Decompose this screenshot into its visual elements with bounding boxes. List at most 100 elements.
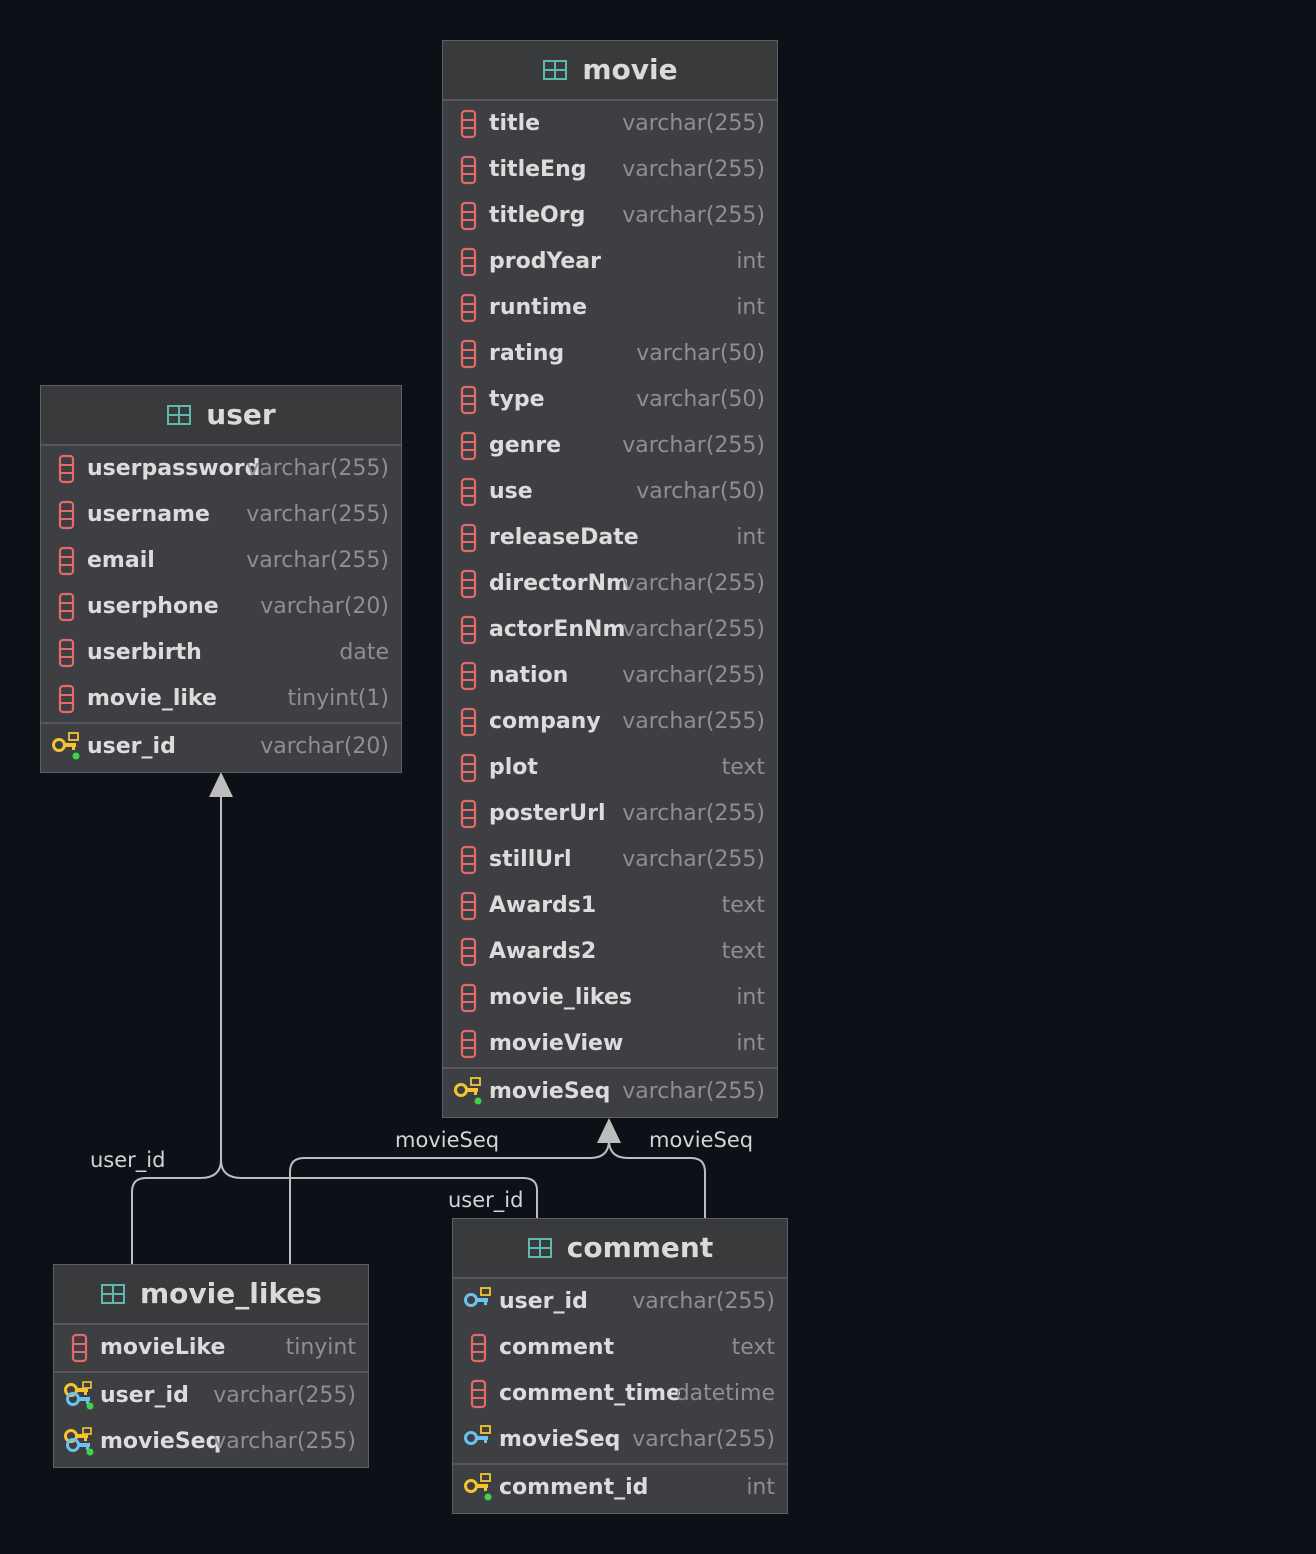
column-icon-slot <box>453 615 485 645</box>
column-name: Awards1 <box>489 893 597 918</box>
arrowhead-user <box>209 772 233 797</box>
column-type: varchar(255) <box>622 617 765 642</box>
column-icon-slot <box>453 155 485 185</box>
table-header[interactable]: comment <box>453 1219 787 1279</box>
column-name: company <box>489 709 601 734</box>
primary-foreign-key-icon-slot <box>64 1427 96 1457</box>
column-row-runtime[interactable]: runtime int <box>443 285 777 331</box>
column-icon-slot <box>51 638 83 668</box>
primary-key-icon <box>52 732 80 760</box>
table-header[interactable]: movie_likes <box>54 1265 368 1325</box>
column-type: text <box>721 755 765 780</box>
column-icon <box>460 523 477 553</box>
column-icon <box>460 799 477 829</box>
column-icon <box>460 661 477 691</box>
column-name: actorEnNm <box>489 617 626 642</box>
column-icon <box>58 638 75 668</box>
column-type: date <box>339 640 389 665</box>
column-icon <box>460 1029 477 1059</box>
column-name: prodYear <box>489 249 601 274</box>
column-icon <box>58 454 75 484</box>
column-icon-slot <box>453 569 485 599</box>
column-type: varchar(50) <box>636 387 765 412</box>
column-icon-slot <box>453 937 485 967</box>
column-type: int <box>736 1031 765 1056</box>
column-name: title <box>489 111 541 136</box>
column-icon <box>460 753 477 783</box>
arrowhead-movie <box>597 1118 621 1143</box>
primary-key-icon-slot <box>463 1473 495 1503</box>
column-type: varchar(255) <box>246 548 389 573</box>
column-name: movieSeq <box>489 1079 611 1104</box>
column-type: int <box>736 295 765 320</box>
column-icon <box>460 293 477 323</box>
table-title: user <box>206 398 276 431</box>
column-type: varchar(255) <box>213 1429 356 1454</box>
table-grid-icon <box>527 1238 552 1258</box>
column-icon <box>460 707 477 737</box>
column-name: nation <box>489 663 569 688</box>
column-icon <box>58 546 75 576</box>
column-icon-slot <box>453 201 485 231</box>
column-type: varchar(255) <box>622 203 765 228</box>
column-icon-slot <box>453 753 485 783</box>
table-header[interactable]: movie <box>443 41 777 101</box>
table-header[interactable]: user <box>41 386 401 446</box>
column-type: varchar(255) <box>632 1289 775 1314</box>
table-title: movie <box>582 53 678 86</box>
edge-label-likes-user: user_id <box>90 1148 166 1172</box>
column-name: releaseDate <box>489 525 639 550</box>
column-icon-slot <box>453 339 485 369</box>
column-name: movie_likes <box>489 985 632 1010</box>
column-icon <box>460 385 477 415</box>
column-type: varchar(255) <box>632 1427 775 1452</box>
column-icon-slot <box>453 845 485 875</box>
primary-foreign-key-icon-slot <box>64 1381 96 1411</box>
column-name: runtime <box>489 295 588 320</box>
column-icon <box>460 569 477 599</box>
column-icon <box>460 155 477 185</box>
column-icon-slot <box>453 247 485 277</box>
